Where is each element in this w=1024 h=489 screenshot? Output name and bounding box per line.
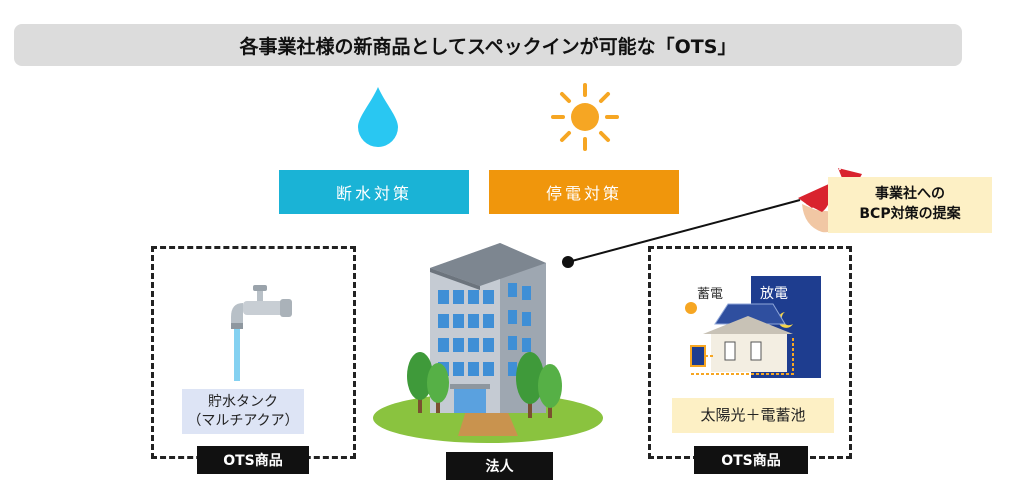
solar-battery-illustration (673, 276, 821, 378)
faucet-icon (231, 285, 292, 381)
office-building-icon (373, 243, 603, 443)
water-tank-product-subname: （マルチアクア） (187, 412, 299, 429)
bcp-proposal-line2: BCP対策の提案 (859, 206, 961, 222)
water-tank-product: 貯水タンク （マルチアクア） (182, 389, 304, 434)
sun-icon (551, 83, 619, 151)
water-tank-product-name: 貯水タンク (208, 393, 278, 410)
water-outage-measures-label: 断水対策 (279, 170, 469, 214)
left-ots-product-label: OTS商品 (197, 446, 309, 474)
bcp-proposal-line1: 事業社への (875, 186, 945, 203)
right-ots-product-label: OTS商品 (694, 446, 808, 474)
corporation-label: 法人 (446, 452, 553, 480)
charge-label: 蓄電 (697, 287, 724, 302)
water-drop-icon (358, 87, 398, 147)
connector-line (562, 199, 801, 268)
page-title: 各事業社様の新商品としてスペックインが可能な「OTS」 (14, 24, 962, 66)
power-outage-measures-label: 停電対策 (489, 170, 679, 214)
bcp-proposal-callout: 事業社への BCP対策の提案 (828, 177, 992, 233)
discharge-label: 放電 (760, 286, 788, 302)
solar-battery-product: 太陽光＋電蓄池 (672, 398, 834, 433)
